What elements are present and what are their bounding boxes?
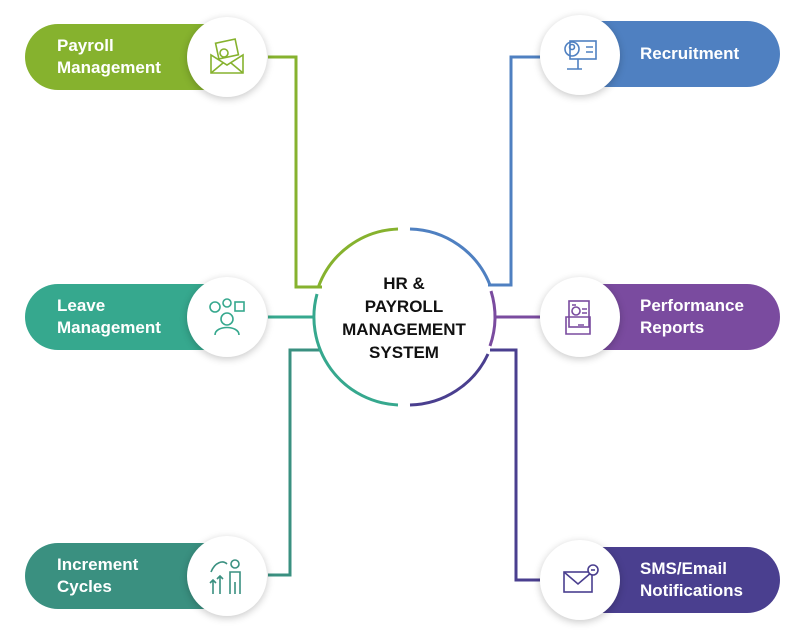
node-label: Leave (57, 296, 106, 315)
center-line: SYSTEM (369, 343, 439, 362)
node-label: Performance (640, 296, 744, 315)
ring-arc-purple (488, 290, 497, 347)
money-envelope-icon (187, 17, 267, 97)
ring-arc-blue (409, 227, 492, 286)
center-ring (312, 227, 497, 407)
node-label: Payroll (57, 36, 114, 55)
node-label: SMS/Email (640, 559, 727, 578)
center-line: PAYROLL (364, 297, 444, 316)
node-label: Cycles (57, 577, 112, 596)
center-title: HR & PAYROLL MANAGEMENT SYSTEM (324, 272, 484, 364)
sms-connector (490, 348, 540, 582)
recruitment-connector (488, 55, 540, 287)
node-label: Reports (640, 318, 705, 337)
report-folder-icon (540, 277, 620, 357)
center-line: MANAGEMENT (342, 320, 466, 339)
mail-notification-icon (540, 540, 620, 620)
ring-arc-green (316, 227, 399, 289)
payroll-connector (268, 55, 322, 289)
node-label: Management (57, 58, 161, 77)
candidate-monitor-icon (540, 15, 620, 95)
growth-person-icon (187, 536, 267, 616)
increment-connector (268, 348, 320, 577)
node-label: Management (57, 318, 161, 337)
node-label: Increment (57, 555, 139, 574)
center-line: HR & (383, 274, 425, 293)
ring-arc-teal (312, 293, 399, 407)
node-label: Notifications (640, 581, 743, 600)
ring-arc-darkpurple (409, 353, 490, 407)
employee-time-icon (187, 277, 267, 357)
node-label: Recruitment (640, 44, 740, 63)
